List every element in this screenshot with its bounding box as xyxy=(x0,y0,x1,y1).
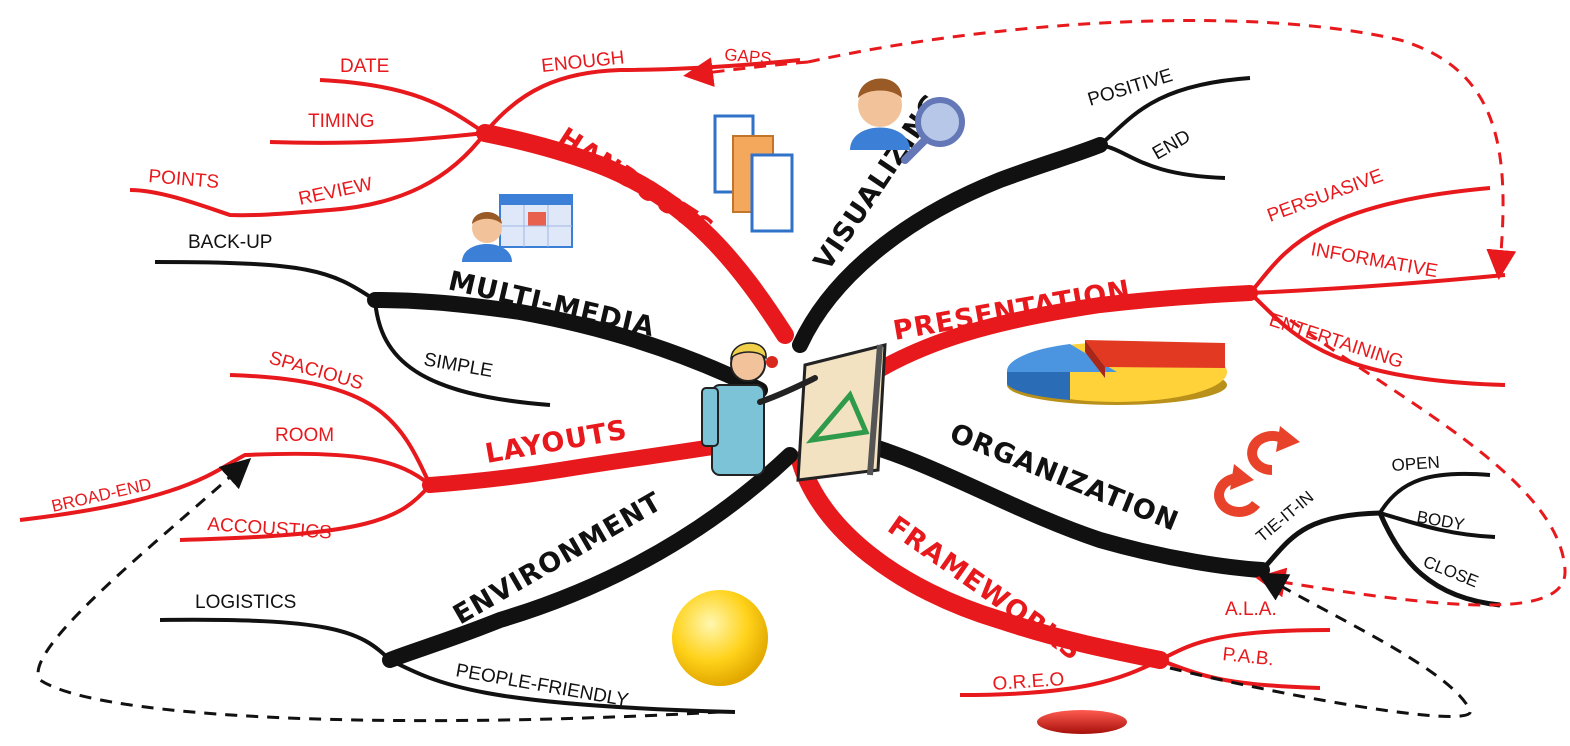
person-magnifier-icon xyxy=(850,78,965,164)
sub-body: BODY xyxy=(1415,507,1466,534)
layouts-trunk xyxy=(422,432,763,493)
sub-timing: TIMING xyxy=(308,111,375,132)
sub-informative: INFORMATIVE xyxy=(1309,239,1439,282)
sun-icon xyxy=(672,590,768,686)
sub-room: ROOM xyxy=(275,425,334,446)
sub-logistics: LOGISTICS xyxy=(195,592,296,613)
environment-trunk xyxy=(382,447,798,668)
branch-frameworks: FRAMEWORKS A.L.A. P.A.B. O.R.E.O xyxy=(791,451,1331,697)
sub-entertaining: ENTERTAINING xyxy=(1266,310,1405,373)
sub-tie-it-in: TIE-IT-IN xyxy=(1252,487,1317,546)
sub-positive: POSITIVE xyxy=(1085,65,1175,111)
sub-gaps: GAPS xyxy=(724,45,773,68)
frameworks-trunk xyxy=(791,451,1169,669)
handouts-label: HANDOUTS xyxy=(552,122,719,246)
documents-icon xyxy=(713,114,794,233)
sub-pab: P.A.B. xyxy=(1221,644,1274,670)
visualizing-trunk xyxy=(792,137,1108,353)
sub-spacious: SPACIOUS xyxy=(267,348,366,395)
branch-multimedia: MULTI-MEDIA BACK-UP SIMPLE xyxy=(154,232,768,407)
red-ellipse-icon xyxy=(1037,710,1127,734)
refresh-arrows-icon xyxy=(1214,426,1300,517)
sub-simple: SIMPLE xyxy=(422,349,494,382)
dashed-arrow-gaps-to-informative xyxy=(807,19,1517,280)
sub-close: CLOSE xyxy=(1421,552,1482,591)
multimedia-trunk xyxy=(367,292,768,398)
sub-persuasive: PERSUASIVE xyxy=(1265,165,1386,226)
pie-chart-icon xyxy=(1006,340,1227,405)
person-calendar-icon xyxy=(462,194,573,262)
sub-points: POINTS xyxy=(148,166,220,193)
presentation-trunk xyxy=(847,285,1258,393)
sub-back-up: BACK-UP xyxy=(188,232,272,253)
dashed-arrow-entertaining-to-tie-it-in xyxy=(1255,318,1567,607)
dashed-arrow-oreo-to-tie-it-in xyxy=(1169,572,1472,718)
sub-enough: ENOUGH xyxy=(540,47,625,77)
sub-open: OPEN xyxy=(1391,453,1440,475)
handouts-trunk xyxy=(476,124,794,344)
sub-oreo: O.R.E.O xyxy=(992,669,1065,695)
sub-date: DATE xyxy=(340,56,389,77)
sub-end: END xyxy=(1149,126,1194,164)
sub-ala: A.L.A. xyxy=(1225,599,1277,620)
organization-trunk xyxy=(842,432,1270,578)
presenter-at-easel-icon xyxy=(701,342,887,482)
presentation-label: PRESENTATION xyxy=(891,275,1133,347)
sub-people-friendly: PEOPLE-FRIENDLY xyxy=(454,660,630,711)
